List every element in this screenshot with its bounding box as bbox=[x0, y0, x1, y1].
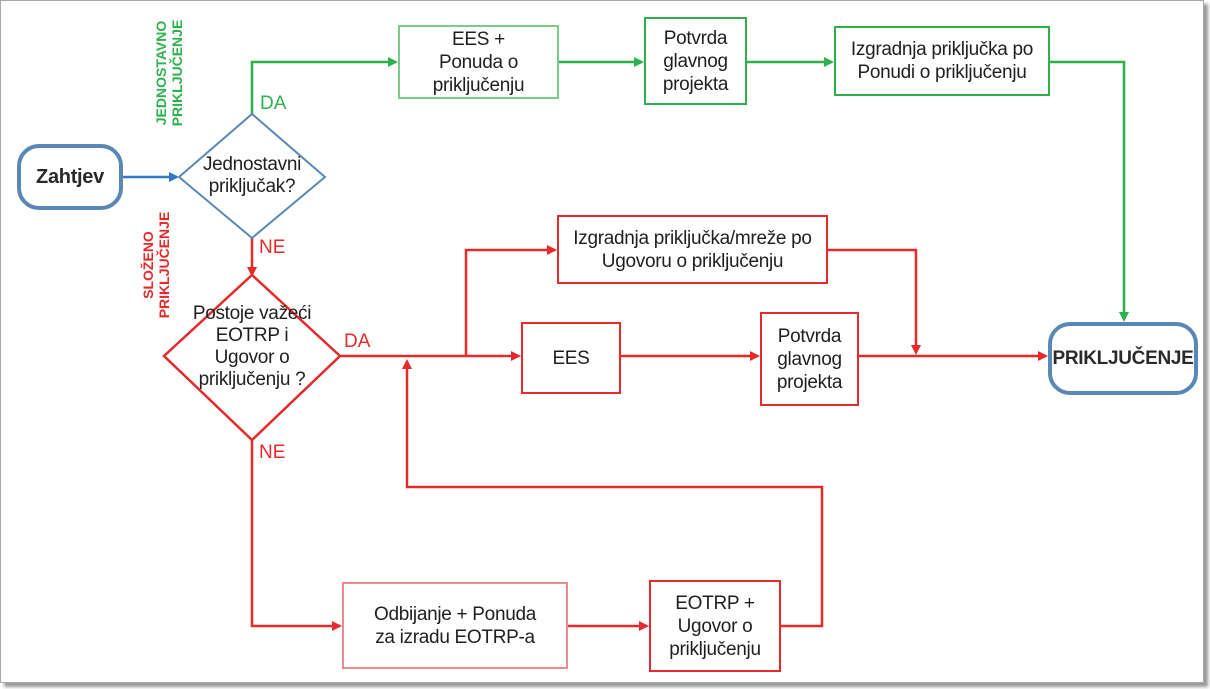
arrow-build-offer-to-end bbox=[1050, 60, 1129, 322]
ees-offer-box: EES + Ponuda o priključenju bbox=[398, 25, 559, 99]
build-contract-box: Izgradnja priključka/mreže po Ugovoru o … bbox=[557, 215, 828, 284]
arrow-build-contract-to-main bbox=[828, 248, 921, 355]
decision-simple-text: Jednostavni priključak? bbox=[202, 154, 302, 197]
confirm-green-box: Potvrda glavnog projekta bbox=[644, 17, 747, 105]
arrow-to-build-contract bbox=[464, 245, 557, 356]
decision-valid-shape bbox=[162, 273, 342, 442]
side-label-complex-line2: PRIKLJUČENJE bbox=[156, 211, 172, 319]
side-label-simple-line1: JEDNOSTAVNO bbox=[153, 20, 169, 126]
start-node-zahtjev: Zahtjev bbox=[17, 144, 123, 210]
confirm-red-box: Potvrda glavnog projekta bbox=[760, 312, 859, 406]
decision-valid-text: Postoje važeći EOTRP i Ugovor o priključ… bbox=[192, 303, 312, 390]
build-offer-box: Izgradnja priključka po Ponudi o priklju… bbox=[834, 26, 1050, 96]
arrow-ne-valid-to-reject bbox=[250, 440, 342, 631]
label-ne-valid: NE bbox=[259, 442, 286, 463]
side-label-complex: SLOŽENO PRIKLJUČENJE bbox=[140, 200, 174, 330]
eotrp-contract-box: EOTRP + Ugovor o priključenju bbox=[649, 580, 781, 672]
ees-box: EES bbox=[521, 322, 621, 394]
arrow-da-to-ees-offer bbox=[250, 57, 398, 115]
reject-offer-box: Odbijanje + Ponuda za izradu EOTRP-a bbox=[342, 582, 568, 669]
side-label-simple-line2: PRIKLJUČENJE bbox=[169, 19, 185, 127]
decision-simple-shape bbox=[177, 112, 327, 240]
side-label-complex-line1: SLOŽENO bbox=[140, 231, 156, 299]
arrow-eotrp-loop-back bbox=[402, 359, 824, 628]
end-node-prikljucenje: PRIKLJUČENJE bbox=[1048, 322, 1198, 395]
label-da-valid: DA bbox=[344, 331, 371, 352]
label-da-simple: DA bbox=[260, 93, 287, 114]
label-ne-simple: NE bbox=[259, 237, 286, 258]
side-label-simple: JEDNOSTAVNO PRIKLJUČENJE bbox=[153, 8, 187, 138]
